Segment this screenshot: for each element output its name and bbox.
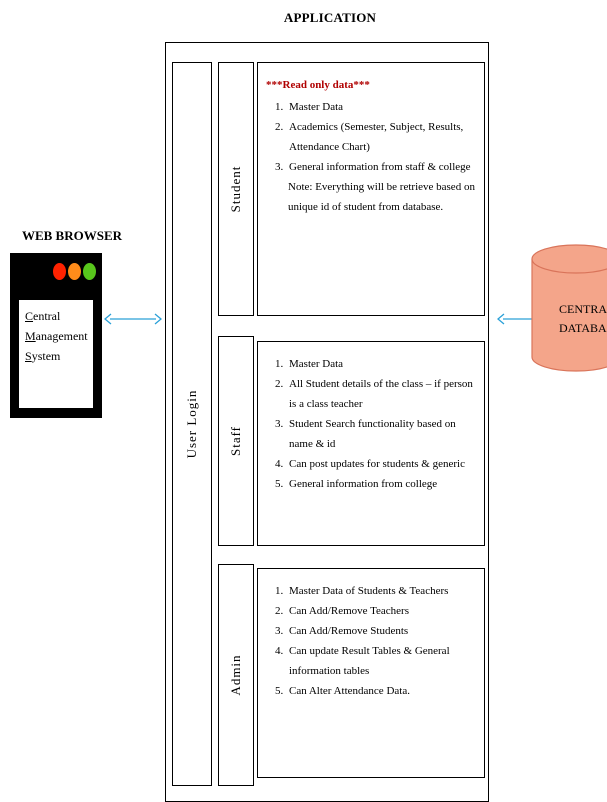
- user-login-column: User Login: [172, 62, 212, 786]
- red-light-icon: [53, 263, 66, 280]
- application-title: APPLICATION: [283, 10, 377, 25]
- browser-screen: Central Management System: [19, 300, 93, 408]
- list-item: Student Search functionality based on na…: [286, 414, 478, 454]
- student-note: Note: Everything will be retrieve based …: [288, 181, 475, 213]
- browser-app-arrow-icon: [104, 313, 162, 325]
- admin-permission-list: Master Data of Students & Teachers Can A…: [266, 581, 478, 701]
- web-browser-title: WEB BROWSER: [21, 228, 123, 243]
- orange-light-icon: [68, 263, 81, 280]
- student-role-box: Student: [218, 62, 254, 316]
- list-item: General information from college: [286, 474, 478, 494]
- user-login-label: User Login: [184, 389, 199, 459]
- list-item: Can post updates for students & generic: [286, 454, 478, 474]
- list-item: Academics (Semester, Subject, Results, A…: [286, 117, 478, 157]
- database-label-line1: CENTRA: [559, 302, 607, 316]
- student-role-label: Student: [228, 165, 243, 213]
- student-permissions-box: ***Read only data*** Master Data Academi…: [257, 62, 485, 316]
- cms-line-central: Central: [25, 309, 61, 323]
- traffic-lights: [53, 263, 96, 280]
- admin-role-box: Admin: [218, 564, 254, 786]
- database-cylinder-icon: [531, 244, 607, 372]
- list-item: Can Add/Remove Teachers: [286, 601, 478, 621]
- list-item: Master Data of Students & Teachers: [286, 581, 478, 601]
- cms-line-management: Management: [25, 329, 88, 343]
- list-item: Master Data: [286, 354, 478, 374]
- staff-permissions-box: Master Data All Student details of the c…: [257, 341, 485, 546]
- admin-permissions-box: Master Data of Students & Teachers Can A…: [257, 568, 485, 778]
- admin-role-label: Admin: [228, 654, 243, 696]
- list-item: All Student details of the class – if pe…: [286, 374, 478, 414]
- read-only-note: ***Read only data***: [266, 79, 370, 91]
- green-light-icon: [83, 263, 96, 280]
- staff-permission-list: Master Data All Student details of the c…: [266, 354, 478, 494]
- list-item: General information from staff & college: [286, 157, 478, 177]
- cms-line-system: System: [25, 349, 61, 363]
- list-item: Can update Result Tables & General infor…: [286, 641, 478, 681]
- list-item: Master Data: [286, 97, 478, 117]
- list-item: Can Add/Remove Students: [286, 621, 478, 641]
- staff-role-box: Staff: [218, 336, 254, 546]
- database-label-line2: DATABA: [559, 321, 607, 335]
- web-browser-window: Central Management System: [10, 253, 102, 418]
- student-permission-list: Master Data Academics (Semester, Subject…: [266, 97, 478, 177]
- list-item: Can Alter Attendance Data.: [286, 681, 478, 701]
- central-database: CENTRA DATABA: [531, 244, 607, 372]
- staff-role-label: Staff: [228, 425, 243, 457]
